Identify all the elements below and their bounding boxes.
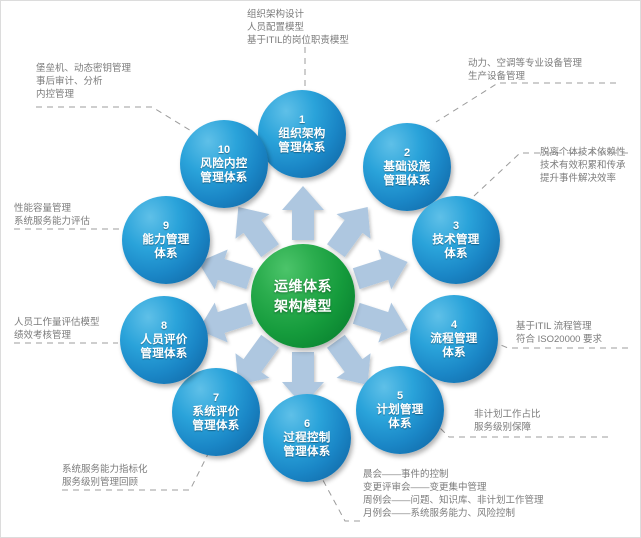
note-right-middle-line2: 符合 ISO20000 要求 (516, 334, 603, 345)
note-left-upper: 性能容量管理 系统服务能力评估 (14, 202, 90, 228)
center-label-line2: 架构模型 (274, 298, 332, 314)
note-right-upper-line2: 技术有效积累和传承 (540, 160, 626, 171)
note-top-line1: 组织架构设计 (247, 9, 305, 20)
center-hub[interactable]: 运维体系 架构模型 (251, 244, 355, 348)
node-number: 6 (303, 417, 311, 430)
node-number: 8 (160, 319, 168, 332)
node-4-process-management[interactable]: 4 流程管理 体系 (410, 295, 498, 383)
node-2-infrastructure[interactable]: 2 基础设施 管理体系 (363, 123, 451, 211)
node-number: 7 (212, 391, 220, 404)
note-bottom-right-line2: 变更评审会——变更集中管理 (363, 482, 487, 493)
note-right-middle: 基于ITIL 流程管理 符合 ISO20000 要求 (516, 320, 602, 346)
leader-line-right-upper (473, 152, 628, 197)
radial-arrow-1 (282, 186, 324, 240)
node-number: 2 (403, 146, 411, 159)
node-label-line1: 计划管理 (376, 403, 424, 416)
note-right-lower-line2: 服务级别保障 (474, 422, 532, 433)
note-top-line3: 基于ITIL的岗位职责模型 (247, 35, 349, 46)
node-number: 9 (162, 219, 170, 232)
note-bottom-left-line1: 系统服务能力指标化 (62, 464, 148, 475)
note-top-right-line2: 生产设备管理 (468, 71, 526, 82)
node-label-line2: 管理体系 (278, 141, 326, 154)
note-left-upper-line2: 系统服务能力评估 (14, 216, 91, 227)
node-10-risk-internal-control[interactable]: 10 风险内控 管理体系 (180, 120, 268, 208)
note-bottom-right: 晨会——事件的控制 变更评审会——变更集中管理 周例会——问题、知识库、非计划工… (363, 468, 544, 520)
node-3-technology-management[interactable]: 3 技术管理 体系 (412, 196, 500, 284)
node-label-line2: 管理体系 (200, 171, 248, 184)
note-top-left-line1: 堡垒机、动态密钥管理 (36, 63, 132, 74)
node-label-line1: 系统评价 (192, 405, 240, 418)
note-right-upper: 脱离个体技术依赖性 技术有效积累和传承 提升事件解决效率 (540, 146, 626, 185)
note-bottom-right-line4: 月例会——系统服务能力、风险控制 (363, 508, 516, 519)
note-right-lower: 非计划工作占比 服务级别保障 (474, 408, 541, 434)
node-label-line1: 过程控制 (283, 431, 331, 444)
note-top-left-line2: 事后审计、分析 (36, 76, 103, 87)
node-label-line2: 体系 (444, 247, 468, 260)
node-number: 5 (396, 389, 404, 402)
node-label-line1: 风险内控 (200, 157, 248, 170)
node-label-line1: 人员评价 (140, 333, 188, 346)
leader-line-top-left (36, 106, 207, 141)
node-label-line1: 组织架构 (278, 127, 326, 140)
note-right-upper-line3: 提升事件解决效率 (540, 173, 617, 184)
node-label-line2: 体系 (154, 247, 178, 260)
node-label-line2: 管理体系 (192, 419, 240, 432)
node-9-capacity-management[interactable]: 9 能力管理 体系 (122, 196, 210, 284)
note-right-upper-line1: 脱离个体技术依赖性 (540, 147, 626, 158)
node-label-line1: 基础设施 (383, 160, 431, 173)
node-8-personnel-evaluation[interactable]: 8 人员评价 管理体系 (120, 296, 208, 384)
node-number: 1 (298, 113, 306, 126)
center-label-line1: 运维体系 (274, 278, 332, 294)
node-label-line2: 体系 (442, 346, 466, 359)
node-7-system-evaluation[interactable]: 7 系统评价 管理体系 (172, 368, 260, 456)
node-label-line2: 管理体系 (140, 347, 188, 360)
leader-line-top-right (435, 82, 616, 123)
node-6-process-control[interactable]: 6 过程控制 管理体系 (263, 394, 351, 482)
node-label-line1: 能力管理 (142, 233, 190, 246)
note-left-lower: 人员工作量评估模型 绩效考核管理 (14, 316, 100, 342)
radial-arrow-4 (349, 293, 415, 350)
note-left-lower-line2: 绩效考核管理 (14, 330, 72, 341)
note-right-lower-line1: 非计划工作占比 (474, 409, 541, 420)
node-number: 10 (217, 143, 231, 156)
node-label-line2: 管理体系 (283, 445, 331, 458)
leader-line-bottom-right (317, 470, 360, 522)
node-label-line1: 流程管理 (430, 332, 478, 345)
node-label-line1: 技术管理 (432, 233, 480, 246)
note-top-right: 动力、空调等专业设备管理 生产设备管理 (468, 57, 582, 83)
note-top: 组织架构设计 人员配置模型 基于ITIL的岗位职责模型 (247, 8, 349, 47)
node-label-line2: 管理体系 (383, 174, 431, 187)
note-top-left-line3: 内控管理 (36, 89, 75, 100)
note-left-upper-line1: 性能容量管理 (14, 203, 72, 214)
node-number: 4 (450, 318, 458, 331)
note-top-left: 堡垒机、动态密钥管理 事后审计、分析 内控管理 (36, 62, 131, 101)
radial-arrow-3 (349, 242, 415, 299)
note-right-middle-line1: 基于ITIL 流程管理 (516, 321, 592, 332)
note-top-right-line1: 动力、空调等专业设备管理 (468, 58, 583, 69)
node-label-line2: 体系 (388, 417, 412, 430)
note-bottom-right-line3: 周例会——问题、知识库、非计划工作管理 (363, 495, 544, 506)
node-5-plan-management[interactable]: 5 计划管理 体系 (356, 366, 444, 454)
note-bottom-left: 系统服务能力指标化 服务级别管理回顾 (62, 463, 148, 489)
note-bottom-right-line1: 晨会——事件的控制 (363, 469, 449, 480)
node-number: 3 (452, 219, 460, 232)
note-left-lower-line1: 人员工作量评估模型 (14, 317, 100, 328)
note-top-line2: 人员配置模型 (247, 22, 305, 33)
node-1-organization-structure[interactable]: 1 组织架构 管理体系 (258, 90, 346, 178)
note-bottom-left-line2: 服务级别管理回顾 (62, 477, 139, 488)
